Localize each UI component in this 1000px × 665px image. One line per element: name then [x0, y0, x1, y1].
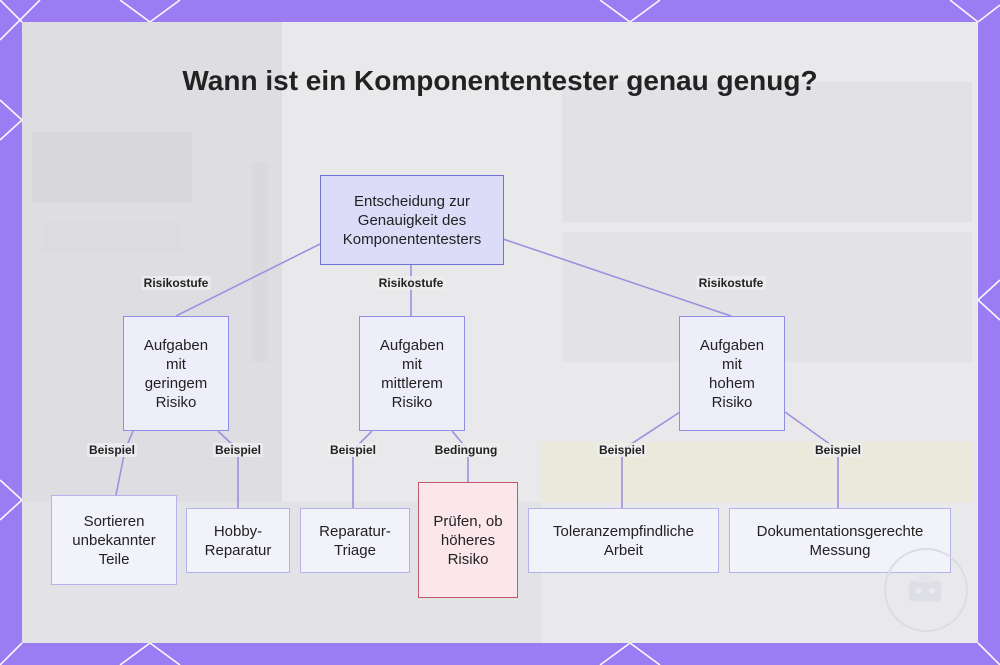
edge-root-high	[502, 238, 732, 317]
node-repair-triage: Reparatur- Triage	[300, 508, 410, 573]
watermark-logo-icon	[884, 548, 968, 632]
edge-root-low	[175, 243, 321, 317]
edge-high-doc	[784, 411, 839, 508]
node-sort-unknown-parts: Sortieren unbekannter Teile	[51, 495, 177, 585]
edge-low-sort	[115, 430, 134, 496]
edge-high-tolerance	[621, 411, 681, 508]
diagram-title: Wann ist ein Komponententester genau gen…	[182, 65, 818, 96]
edge-label-low-sort: Beispiel	[86, 443, 138, 457]
edge-label-mid-triage: Beispiel	[327, 443, 379, 457]
node-medium-risk: Aufgaben mit mittlerem Risiko	[359, 316, 465, 431]
node-tolerance-sensitive-work: Toleranzempfindliche Arbeit	[528, 508, 719, 573]
edge-label-root-high: Risikostufe	[696, 276, 766, 290]
edge-label-high-doc: Beispiel	[812, 443, 864, 457]
node-low-risk: Aufgaben mit geringem Risiko	[123, 316, 229, 431]
node-high-risk: Aufgaben mit hohem Risiko	[679, 316, 785, 431]
node-documentation-measurement: Dokumentationsgerechte Messung	[729, 508, 951, 573]
node-root-decision: Entscheidung zur Genauigkeit des Kompone…	[320, 175, 504, 265]
edge-label-mid-check: Bedingung	[432, 443, 500, 457]
edge-label-high-tolerance: Beispiel	[596, 443, 648, 457]
edge-label-root-low: Risikostufe	[141, 276, 211, 290]
edge-label-root-mid: Risikostufe	[376, 276, 446, 290]
node-check-higher-risk: Prüfen, ob höheres Risiko	[418, 482, 518, 598]
edge-label-low-hobby: Beispiel	[212, 443, 264, 457]
node-hobby-repair: Hobby- Reparatur	[186, 508, 290, 573]
